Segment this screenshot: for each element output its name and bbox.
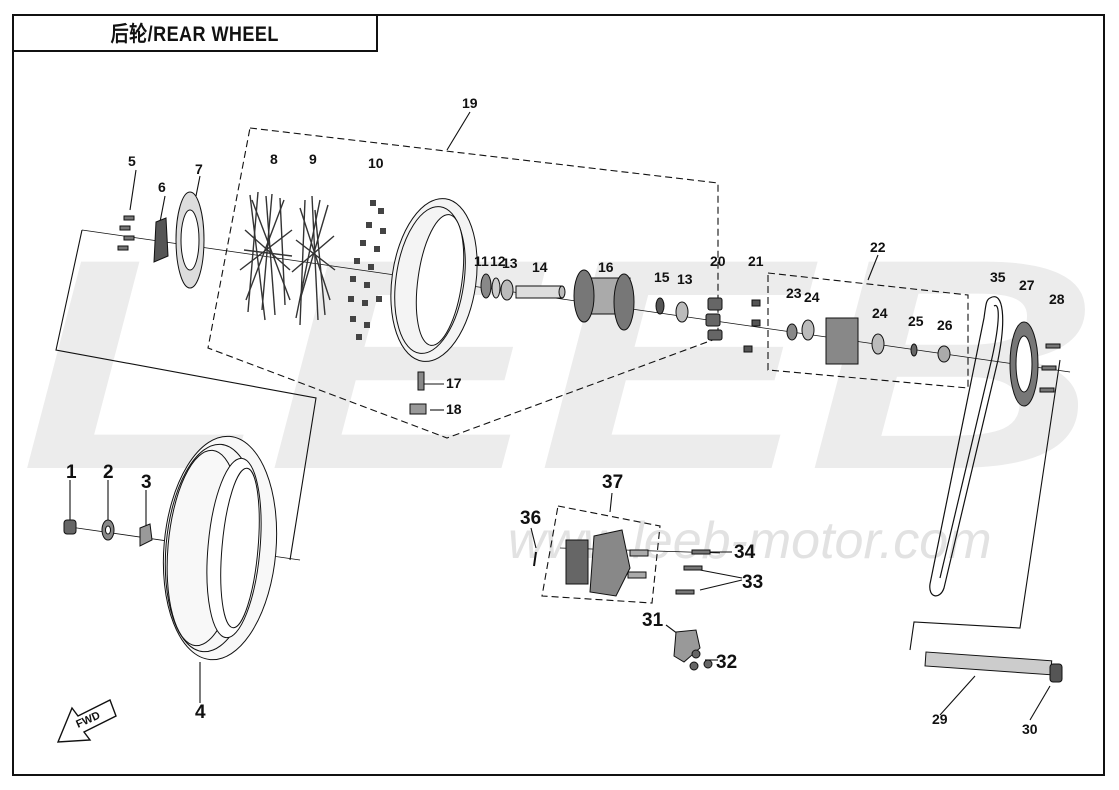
leader-22 bbox=[867, 254, 879, 281]
spacer-part-24a bbox=[801, 319, 815, 341]
callout-19: 19 bbox=[462, 95, 478, 111]
leader-37 bbox=[609, 492, 613, 513]
washer-part-25 bbox=[910, 343, 918, 357]
collar-part-3 bbox=[139, 523, 153, 547]
callout-34: 34 bbox=[734, 542, 756, 563]
callout-13b: 13 bbox=[677, 271, 693, 287]
group-19-outline bbox=[207, 127, 719, 439]
page-title: 后轮/REAR WHEEL bbox=[110, 23, 280, 46]
callout-31: 31 bbox=[642, 610, 664, 631]
callout-22: 22 bbox=[870, 239, 886, 255]
bearing-part-26 bbox=[937, 345, 951, 363]
callout-1: 1 bbox=[66, 462, 77, 483]
callout-11: 11 bbox=[474, 253, 489, 269]
callout-18: 18 bbox=[446, 401, 462, 417]
collar-part-23 bbox=[786, 323, 798, 341]
watermark-url: www.leeb-motor.com bbox=[508, 512, 992, 570]
leader-30 bbox=[1029, 685, 1051, 721]
callout-8: 8 bbox=[270, 151, 278, 167]
diagram-frame bbox=[12, 14, 1105, 776]
tire-part-4 bbox=[162, 435, 278, 661]
leader-7 bbox=[195, 175, 201, 197]
callout-12: 12 bbox=[490, 253, 506, 269]
group-22-outline bbox=[767, 272, 969, 389]
nut-part-1 bbox=[63, 519, 77, 535]
bolts-part-33-34 bbox=[675, 549, 711, 595]
chain-assembly-line bbox=[909, 359, 1061, 651]
callout-26: 26 bbox=[937, 317, 953, 333]
nut-part-30 bbox=[1049, 663, 1063, 683]
title-box: 后轮/REAR WHEEL bbox=[12, 14, 378, 52]
spokes-part-8 bbox=[239, 191, 293, 321]
callout-16: 16 bbox=[598, 259, 614, 275]
leader-36 bbox=[530, 527, 537, 549]
seal-part-15 bbox=[655, 297, 665, 315]
bolts-part-5 bbox=[117, 215, 135, 251]
callout-37: 37 bbox=[602, 472, 623, 493]
leader-29 bbox=[939, 675, 976, 716]
group-37-outline bbox=[541, 505, 661, 604]
plate-part-6 bbox=[153, 217, 169, 263]
bearing-part-13b bbox=[675, 301, 689, 323]
callout-6: 6 bbox=[158, 179, 166, 195]
callout-25: 25 bbox=[908, 313, 924, 329]
callout-13a: 13 bbox=[502, 255, 518, 271]
spacer-part-24b bbox=[871, 333, 885, 355]
callout-36: 36 bbox=[520, 508, 541, 529]
callout-5: 5 bbox=[128, 153, 136, 169]
ring-part-12 bbox=[491, 277, 501, 299]
callout-14: 14 bbox=[532, 259, 548, 275]
leader-6 bbox=[159, 195, 166, 223]
leader-33b bbox=[699, 579, 743, 591]
belt-part-35 bbox=[929, 296, 1004, 597]
bolts-part-28 bbox=[1039, 343, 1061, 393]
spacer-part-14 bbox=[515, 285, 566, 299]
seal-part-11 bbox=[480, 273, 492, 299]
brake-disc-part-7 bbox=[175, 191, 205, 289]
caliper-part-37 bbox=[565, 529, 649, 597]
bearing-part-13a bbox=[500, 279, 514, 301]
wheel-assembly-line bbox=[55, 229, 317, 561]
callout-30: 30 bbox=[1022, 721, 1038, 737]
callout-17: 17 bbox=[446, 375, 462, 391]
sprocket-carrier-part bbox=[825, 317, 859, 365]
callout-21: 21 bbox=[748, 253, 764, 269]
callout-33: 33 bbox=[742, 572, 763, 593]
callout-2: 2 bbox=[103, 462, 114, 483]
weight-part-18 bbox=[409, 403, 427, 415]
nuts-part-21 bbox=[743, 299, 761, 353]
callout-29: 29 bbox=[932, 711, 948, 727]
callout-10: 10 bbox=[368, 155, 384, 171]
leader-19 bbox=[446, 111, 471, 151]
nipples-part-10 bbox=[348, 200, 386, 340]
spokes-part-9 bbox=[291, 195, 336, 326]
leader-33a bbox=[699, 569, 743, 579]
callout-20: 20 bbox=[710, 253, 726, 269]
hub-part-16 bbox=[573, 269, 635, 331]
callout-4: 4 bbox=[195, 702, 206, 723]
dampers-part-20 bbox=[705, 297, 723, 341]
fwd-arrow-icon bbox=[56, 699, 117, 743]
axle-part-29 bbox=[924, 651, 1053, 676]
callout-24a: 24 bbox=[804, 289, 820, 305]
callout-9: 9 bbox=[309, 151, 317, 167]
callout-28: 28 bbox=[1049, 291, 1065, 307]
callout-15: 15 bbox=[654, 269, 670, 285]
pulley-part-27 bbox=[1009, 321, 1039, 407]
callout-23: 23 bbox=[786, 285, 802, 301]
callout-27: 27 bbox=[1019, 277, 1035, 293]
rim-part bbox=[390, 198, 478, 362]
callout-32: 32 bbox=[716, 652, 737, 673]
callout-35: 35 bbox=[990, 269, 1006, 285]
callout-24b: 24 bbox=[872, 305, 888, 321]
nuts-part-32 bbox=[689, 649, 713, 671]
callout-3: 3 bbox=[141, 472, 152, 493]
leader-5 bbox=[129, 169, 137, 211]
pin-part-36 bbox=[533, 551, 537, 567]
washer-part-2 bbox=[101, 519, 115, 541]
valve-part-17 bbox=[417, 371, 425, 391]
callout-7: 7 bbox=[195, 161, 203, 177]
